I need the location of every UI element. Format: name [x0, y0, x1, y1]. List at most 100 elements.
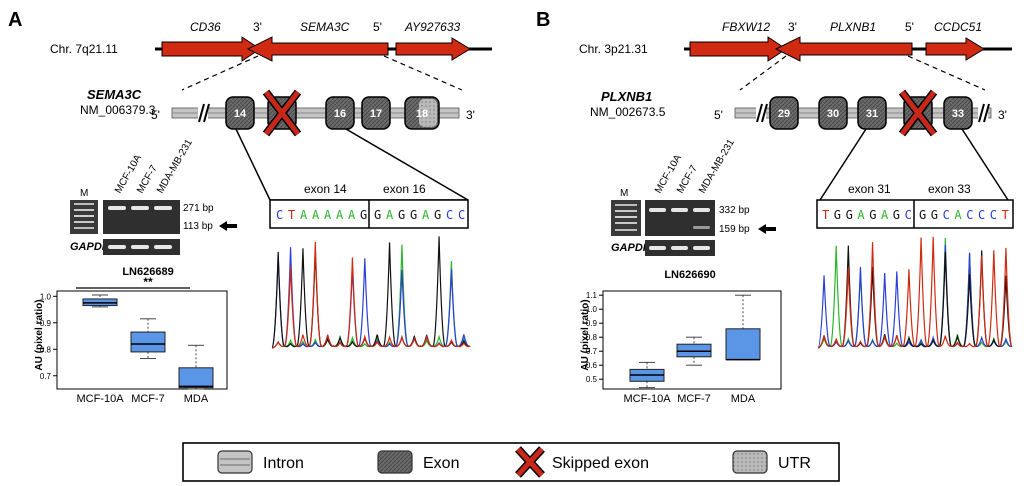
exon-30: 30 — [818, 96, 848, 130]
x-label-mcf10a-a: MCF-10A — [76, 393, 124, 405]
exon-33: 33 — [943, 96, 973, 130]
junction-line-b-right — [961, 128, 1009, 201]
arrow-skipped-band — [219, 221, 237, 231]
sequence-base: A — [857, 208, 865, 222]
break-gap-b-right — [978, 104, 988, 122]
seq-b-exon-left-label: exon 31 — [848, 182, 891, 196]
gene-label-b-3prime: 3' — [788, 20, 797, 34]
transcript-b-accession: NM_002673.5 — [590, 105, 666, 119]
y-tick-label: 1.0 — [586, 305, 598, 314]
lane-label-mda: MDA-MB-231 — [155, 137, 195, 195]
y-tick-label: 0.8 — [586, 333, 598, 342]
sequence-base: C — [943, 208, 950, 222]
chromatogram-trace — [271, 236, 471, 349]
sequence-base: C — [458, 208, 465, 222]
exon-14-label: 14 — [234, 108, 247, 120]
gene-label-fbxw12: FBXW12 — [722, 20, 770, 34]
zoom-line-right — [383, 55, 463, 91]
panel-b-chromosome: Chr. 3p21.31 — [579, 42, 648, 56]
gene-label-ay927633: AY927633 — [404, 20, 460, 34]
boxplot-a-boxes — [82, 294, 214, 390]
sequence-base: G — [931, 208, 938, 222]
box-iqr — [130, 331, 166, 353]
x-label-mda-a: MDA — [184, 393, 209, 405]
box-mda — [725, 294, 761, 361]
seq-exon-right-label: exon 16 — [383, 182, 426, 196]
sequence-base: A — [348, 208, 356, 222]
significance-stars: ** — [143, 275, 153, 289]
transcript-b-3prime: 3' — [998, 108, 1007, 122]
sequence-base: T — [822, 208, 829, 222]
sequence-base: T — [288, 208, 295, 222]
exon-33-label: 33 — [952, 108, 964, 120]
legend-skipped-icon — [515, 446, 545, 478]
sequence-base: A — [386, 208, 394, 222]
panel-a: A Chr. 7q21.11 CD36 3' SEMA3C 5' AY92763… — [8, 9, 492, 405]
box-mda — [178, 344, 214, 390]
gene-label-ccdc51: CCDC51 — [934, 20, 982, 34]
sequence-base: A — [312, 208, 320, 222]
sema3c-arrow — [246, 36, 389, 62]
sample-gel-b — [645, 200, 715, 236]
bp-label-bottom: 113 bp — [183, 221, 213, 232]
box-mcf-7 — [130, 318, 166, 360]
sequence-base: C — [966, 208, 973, 222]
sequence-base: T — [1002, 208, 1009, 222]
break-mark-1 — [198, 103, 205, 123]
y-tick-label: 0.9 — [586, 319, 598, 328]
gapdh-label: GAPDH — [70, 241, 111, 253]
sequence-base: C — [905, 208, 912, 222]
bp-b-label-bottom: 159 bp — [719, 224, 750, 235]
sequence-base: A — [336, 208, 344, 222]
exon-31: 31 — [857, 96, 887, 130]
gapdh-b-label: GAPDH — [611, 242, 652, 254]
sequence-base: G — [919, 208, 926, 222]
legend-utr-label: UTR — [778, 455, 811, 472]
zoom-line-left — [181, 55, 259, 91]
legend-exon-label: Exon — [423, 455, 459, 472]
panel-b-letter: B — [536, 9, 550, 31]
y-tick-label: 0.8 — [40, 345, 52, 354]
chromatogram-trace — [817, 236, 1013, 349]
panel-a-chromosome: Chr. 7q21.11 — [50, 42, 118, 56]
panel-a-letter: A — [8, 9, 22, 31]
sequence-base: G — [869, 208, 876, 222]
gene-label-plxnb1: PLXNB1 — [830, 20, 876, 34]
exon-14: 14 — [225, 96, 255, 130]
genbank-id-a: LN626689 — [122, 266, 173, 278]
boxplot-a-ylabel: AU (pixel ratio) — [34, 299, 45, 370]
lane-label-m: M — [80, 188, 88, 199]
chromatogram-trace — [271, 241, 471, 349]
gene-label-sema3c: SEMA3C — [300, 20, 350, 34]
arrow-b-skipped-band — [758, 224, 776, 234]
sequence-base: G — [834, 208, 841, 222]
chromatogram-a — [271, 236, 471, 349]
exon-17-label: 17 — [370, 108, 382, 120]
sequence-base: G — [398, 208, 405, 222]
x-label-mda-b: MDA — [731, 393, 756, 405]
gel-b: M MCF-10A MCF-7 MDA-MB-231 332 bp 159 bp… — [611, 137, 776, 256]
transcript-3prime: 3' — [466, 108, 475, 122]
seq-exon-left-label: exon 14 — [304, 182, 347, 196]
gene-label-5prime: 5' — [373, 20, 382, 34]
legend: Intron Exon Skipped exon UTR — [182, 442, 840, 482]
sequence-base: C — [978, 208, 985, 222]
gene-label-cd36: CD36 — [190, 20, 221, 34]
boxplot-b: AU (pixel ratio) LN626690 1.11.00.90.80.… — [580, 269, 782, 405]
junction-line-right — [345, 128, 469, 201]
exon-18-label: 18 — [416, 108, 428, 120]
plxnb1-arrow — [774, 36, 913, 62]
sequence-base: G — [846, 208, 853, 222]
sequence-base: G — [374, 208, 381, 222]
y-tick-label: 0.6 — [586, 361, 598, 370]
sequence-base: G — [893, 208, 900, 222]
boxplot-b-frame — [602, 290, 782, 390]
transcript-accession: NM_006379.3 — [80, 103, 156, 117]
transcript-5prime: 5' — [151, 108, 160, 122]
sequence-base: C — [446, 208, 453, 222]
